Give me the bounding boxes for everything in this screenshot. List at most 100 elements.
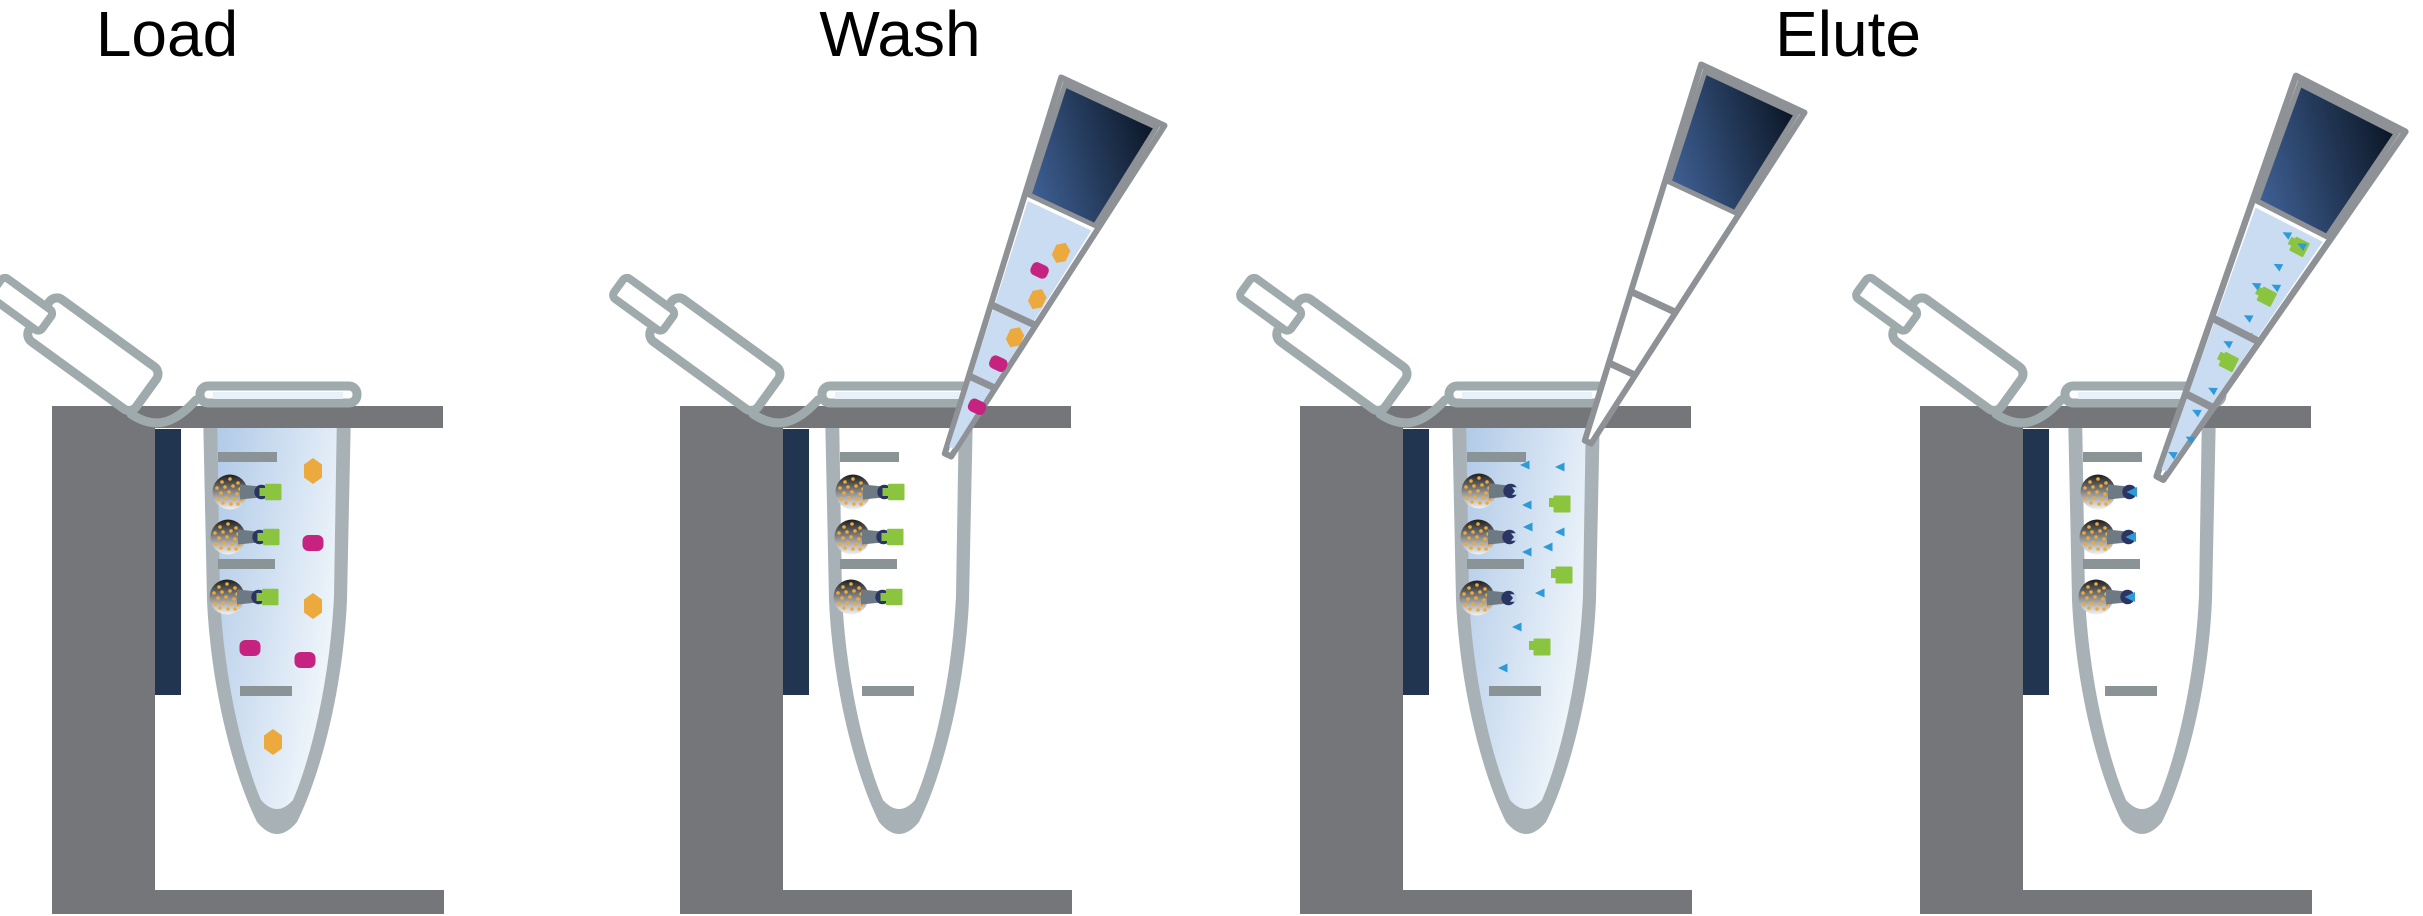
tube-lip	[195, 381, 362, 408]
eluent-molecule-triangle	[1555, 462, 1565, 472]
bead-linker	[238, 529, 258, 545]
eluent-molecule-triangle	[1520, 460, 1530, 470]
bound-eluent-triangle	[2124, 592, 2135, 602]
step-title-elute: Elute	[1775, 0, 1921, 70]
bead-linker	[1489, 483, 1509, 499]
empty-receptor-notch	[1510, 594, 1517, 602]
eluent-molecule-triangle	[1555, 527, 1565, 537]
step-title-wash: Wash	[819, 0, 981, 70]
bead-linker	[863, 484, 883, 500]
pipette-shaft	[1025, 81, 1161, 229]
bead-linker	[2107, 529, 2127, 545]
microcentrifuge-tube	[1452, 410, 1600, 834]
tube-cap-open	[1236, 273, 1450, 428]
pipette-tip	[941, 74, 1168, 460]
magnetic-bead	[1461, 473, 1519, 509]
magnetic-bead	[1460, 519, 1518, 555]
tube-liquid	[217, 410, 337, 809]
released-target-molecule	[2287, 236, 2310, 258]
tube-cap-open	[1852, 273, 2066, 428]
magnetic-bead	[835, 474, 905, 510]
empty-receptor-notch	[1511, 533, 1518, 541]
bead-linker	[2108, 484, 2128, 500]
bound-target-molecule	[262, 588, 279, 606]
contaminant-blob	[989, 355, 1008, 372]
magnetic-bead	[833, 579, 903, 615]
released-target-molecule	[1549, 495, 1571, 513]
bound-target-molecule	[263, 528, 280, 546]
eluent-molecule-triangle	[1512, 622, 1522, 632]
bound-eluent-triangle	[2126, 487, 2137, 497]
magnet-bar	[1403, 429, 1429, 695]
empty-receptor-notch	[1512, 487, 1519, 495]
magnetic-bead	[210, 519, 280, 555]
magnetic-bead	[212, 474, 282, 510]
tube-lip	[817, 381, 984, 408]
bead-linker	[861, 589, 881, 605]
bead-linker	[862, 529, 882, 545]
tube-graduations	[1467, 452, 1541, 696]
step-title-load: Load	[95, 0, 239, 70]
contaminant-blob	[302, 535, 324, 551]
tube-interior-empty	[2082, 410, 2202, 809]
tube-interior-empty	[839, 410, 959, 809]
contaminant-hexagon	[264, 729, 282, 755]
magnetic-bead	[1459, 580, 1517, 616]
contaminant-blob	[1030, 262, 1049, 279]
eluent-molecule-triangle	[2243, 315, 2254, 323]
magnet-bar	[2023, 429, 2049, 695]
magnetic-bead	[209, 579, 279, 615]
bound-target-molecule	[887, 528, 904, 546]
microcentrifuge-tube	[825, 410, 973, 834]
tube-graduations	[2083, 452, 2157, 696]
magnetic-bead	[834, 519, 904, 555]
eluent-molecule-triangle	[1498, 663, 1508, 673]
pipette-shaft	[2253, 80, 2401, 241]
bound-target-molecule	[888, 483, 905, 501]
eluent-molecule-triangle	[2251, 283, 2262, 291]
contaminant-hexagon	[304, 593, 322, 619]
bound-target-molecule	[886, 588, 903, 606]
eluent-molecule-triangle	[2192, 409, 2202, 418]
bead-linker	[1488, 529, 1508, 545]
panel-wash	[609, 74, 1168, 914]
panel-load	[0, 273, 444, 914]
eluent-molecule-triangle	[1523, 522, 1533, 532]
eluent-molecule-triangle	[2297, 243, 2307, 252]
contaminant-blob	[967, 398, 987, 416]
eluent-molecule-triangle	[1522, 547, 1532, 557]
eluent-molecule-triangle	[2185, 436, 2196, 445]
released-target-molecule	[1551, 566, 1573, 584]
magnetic-bead	[2079, 519, 2136, 555]
bead-linker	[237, 589, 257, 605]
contaminant-blob	[294, 652, 316, 668]
eluent-molecule-triangle	[2223, 341, 2234, 349]
bound-eluent-triangle	[2125, 532, 2136, 542]
eluent-molecule-triangle	[1522, 500, 1532, 510]
tube-lip	[1444, 381, 1611, 408]
microcentrifuge-tube	[2068, 410, 2216, 834]
bound-target-molecule	[265, 483, 282, 501]
contaminant-hexagon	[1005, 327, 1025, 348]
released-target-molecule	[1529, 638, 1551, 656]
magnetic-bead	[2078, 579, 2135, 615]
eluent-molecule-triangle	[2282, 232, 2293, 240]
eluent-molecule-triangle	[1535, 588, 1545, 598]
pipette-tip	[2153, 72, 2409, 483]
magnet-bar	[783, 429, 809, 695]
magnet-rack	[52, 406, 444, 914]
bead-linker	[2106, 589, 2126, 605]
magnet-bar	[155, 429, 181, 695]
tube-cap-open	[609, 273, 823, 428]
tube-cap-open	[0, 273, 201, 428]
microcentrifuge-tube	[203, 410, 351, 834]
magnetic-bead	[2080, 474, 2137, 510]
contaminant-hexagon	[1051, 242, 1071, 263]
contaminant-hexagon	[1027, 289, 1047, 310]
eluent-molecule-triangle	[2273, 263, 2284, 272]
panel-elute-collect	[1852, 72, 2409, 914]
bead-linker	[1487, 590, 1507, 606]
bead-linker	[240, 484, 260, 500]
